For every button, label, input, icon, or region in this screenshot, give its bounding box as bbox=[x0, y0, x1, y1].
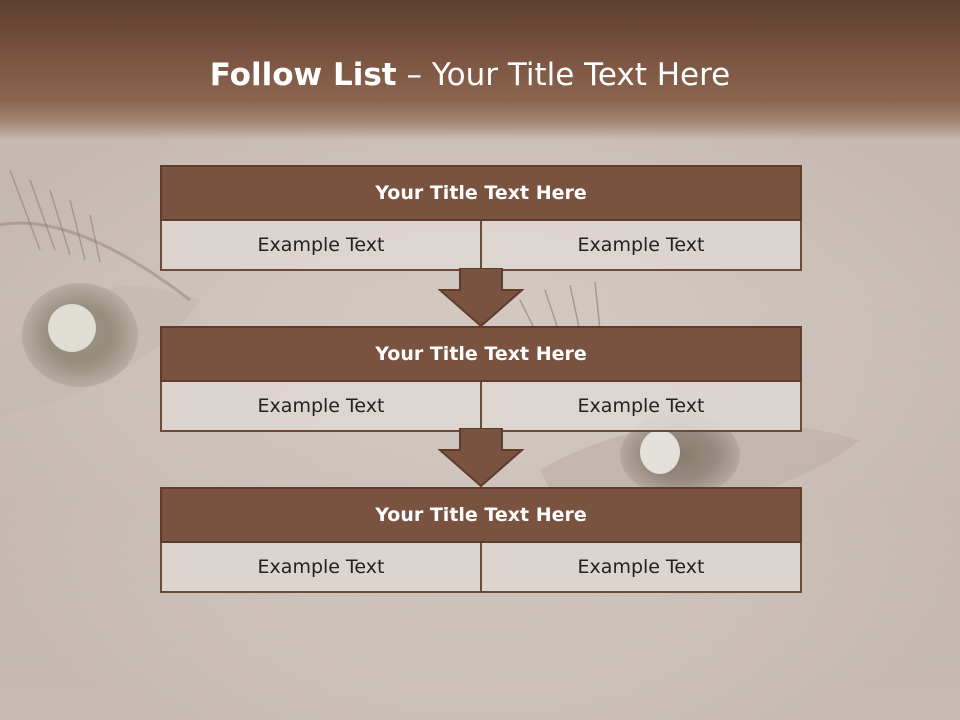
down-arrow-icon bbox=[438, 268, 524, 328]
block-row: Example Text Example Text bbox=[160, 382, 802, 432]
block-title: Your Title Text Here bbox=[160, 487, 802, 543]
block-cell-right: Example Text bbox=[482, 221, 802, 271]
block-row: Example Text Example Text bbox=[160, 543, 802, 593]
list-block: Your Title Text Here Example Text Exampl… bbox=[160, 326, 802, 432]
block-title: Your Title Text Here bbox=[160, 326, 802, 382]
block-row: Example Text Example Text bbox=[160, 221, 802, 271]
block-title: Your Title Text Here bbox=[160, 165, 802, 221]
block-cell-left: Example Text bbox=[160, 221, 482, 271]
title-band bbox=[0, 0, 960, 140]
block-cell-right: Example Text bbox=[482, 543, 802, 593]
list-block: Your Title Text Here Example Text Exampl… bbox=[160, 487, 802, 593]
slide-title-rest: – Your Title Text Here bbox=[396, 57, 731, 93]
block-cell-right: Example Text bbox=[482, 382, 802, 432]
block-cell-left: Example Text bbox=[160, 543, 482, 593]
list-block: Your Title Text Here Example Text Exampl… bbox=[160, 165, 802, 271]
down-arrow-icon bbox=[438, 428, 524, 488]
block-cell-left: Example Text bbox=[160, 382, 482, 432]
slide-title-bold: Follow List bbox=[209, 57, 397, 93]
slide-title: Follow List – Your Title Text Here bbox=[0, 52, 940, 98]
